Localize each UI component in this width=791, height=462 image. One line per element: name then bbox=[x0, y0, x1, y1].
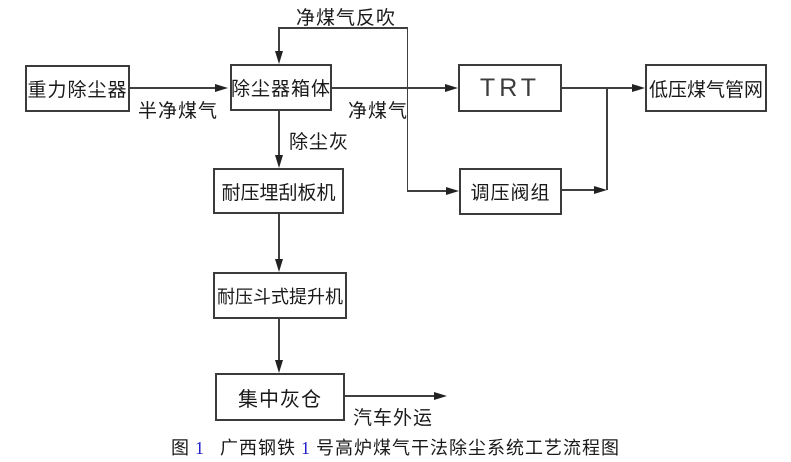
edge-backflush-top-line bbox=[278, 27, 408, 29]
node-trt: TRT bbox=[458, 64, 562, 112]
edge-scraper-to-elevator-line bbox=[278, 214, 280, 259]
caption-unit-number: 1 bbox=[301, 438, 311, 458]
edge-collector-to-trt-line bbox=[332, 87, 445, 89]
arrowhead-into-scraper bbox=[275, 155, 283, 168]
arrowhead-into-trt bbox=[445, 84, 458, 92]
caption-figure-number: 1 bbox=[195, 438, 205, 458]
arrowhead-into-silo bbox=[275, 360, 283, 373]
edge-label-backflush: 净煤气反吹 bbox=[296, 8, 397, 29]
arrowhead-into-valve-group bbox=[446, 187, 459, 195]
arrowhead-into-network bbox=[632, 84, 645, 92]
edge-trt-to-network-line bbox=[562, 87, 632, 89]
arrowhead-valve-group-to-junction bbox=[594, 186, 607, 194]
node-ash-silo: 集中灰仓 bbox=[215, 373, 345, 421]
edge-collector-to-scraper-line bbox=[278, 111, 280, 155]
edge-backflush-riser-line bbox=[406, 27, 409, 192]
caption-suffix: 号高炉煤气干法除尘系统工艺流程图 bbox=[316, 438, 620, 458]
caption-prefix: 图 bbox=[171, 438, 190, 458]
arrowhead-into-collector-box bbox=[215, 84, 228, 92]
node-scraper-machine: 耐压埋刮板机 bbox=[213, 168, 344, 214]
edge-label-truck-out: 汽车外运 bbox=[353, 408, 434, 429]
node-collector-box: 除尘器箱体 bbox=[230, 64, 332, 111]
edge-label-dust-ash: 除尘灰 bbox=[289, 132, 350, 153]
arrowhead-backflush-into-collector bbox=[275, 51, 283, 64]
edge-valve-group-riser-line bbox=[606, 88, 608, 190]
edge-elevator-to-silo-line bbox=[278, 319, 280, 360]
edge-silo-truck-out-line bbox=[345, 395, 434, 397]
node-lp-gas-network: 低压煤气管网 bbox=[645, 64, 767, 112]
arrowhead-truck-out bbox=[434, 392, 447, 400]
node-bucket-elevator: 耐压斗式提升机 bbox=[213, 272, 347, 319]
edge-label-clean-gas: 净煤气 bbox=[348, 101, 409, 122]
edge-backflush-drop-line bbox=[278, 27, 280, 51]
node-gravity-collector: 重力除尘器 bbox=[25, 65, 130, 112]
edge-branch-to-valve-group-line bbox=[407, 190, 446, 192]
edge-label-semi-clean-gas: 半净煤气 bbox=[138, 101, 219, 122]
edge-valve-group-out-line bbox=[562, 189, 594, 191]
caption-company: 广西钢铁 bbox=[220, 438, 296, 458]
edge-gravity-to-collector-line bbox=[130, 87, 215, 89]
node-valve-group: 调压阀组 bbox=[459, 168, 562, 215]
arrowhead-into-elevator bbox=[275, 259, 283, 272]
